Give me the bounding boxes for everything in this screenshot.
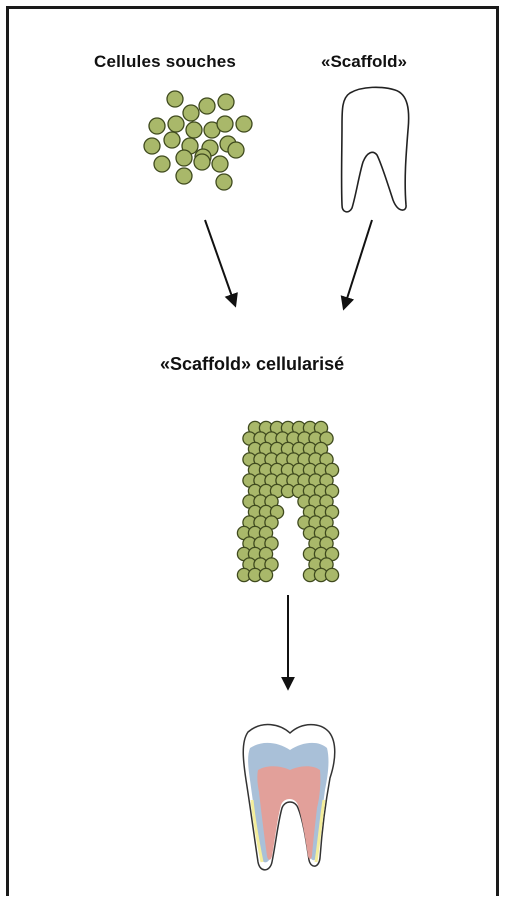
stem-cell: [228, 142, 244, 158]
stem-cell: [212, 156, 228, 172]
stem-cell: [176, 150, 192, 166]
tooth-pulp: [257, 766, 320, 860]
stem-cell: [164, 132, 180, 148]
scaffold-cell: [259, 568, 272, 581]
stem-cell: [167, 91, 183, 107]
stem-cell: [199, 98, 215, 114]
arrow-stem-to-merge: [205, 220, 235, 305]
stem-cell: [168, 116, 184, 132]
cellularized-scaffold: [237, 421, 338, 581]
regenerated-tooth: [243, 725, 335, 870]
scaffold-cell: [325, 568, 338, 581]
stem-cell: [236, 116, 252, 132]
stem-cell: [217, 116, 233, 132]
stem-cells-cluster: [144, 91, 252, 190]
stem-cell: [176, 168, 192, 184]
stem-cell: [218, 94, 234, 110]
stem-cell: [194, 154, 210, 170]
arrow-scaffold-to-merge: [344, 220, 372, 308]
stem-cell: [216, 174, 232, 190]
stem-cell: [154, 156, 170, 172]
stem-cell: [183, 105, 199, 121]
stem-cell: [186, 122, 202, 138]
scaffold-tooth-outline: [342, 87, 409, 212]
stem-cell: [144, 138, 160, 154]
stem-cell: [149, 118, 165, 134]
